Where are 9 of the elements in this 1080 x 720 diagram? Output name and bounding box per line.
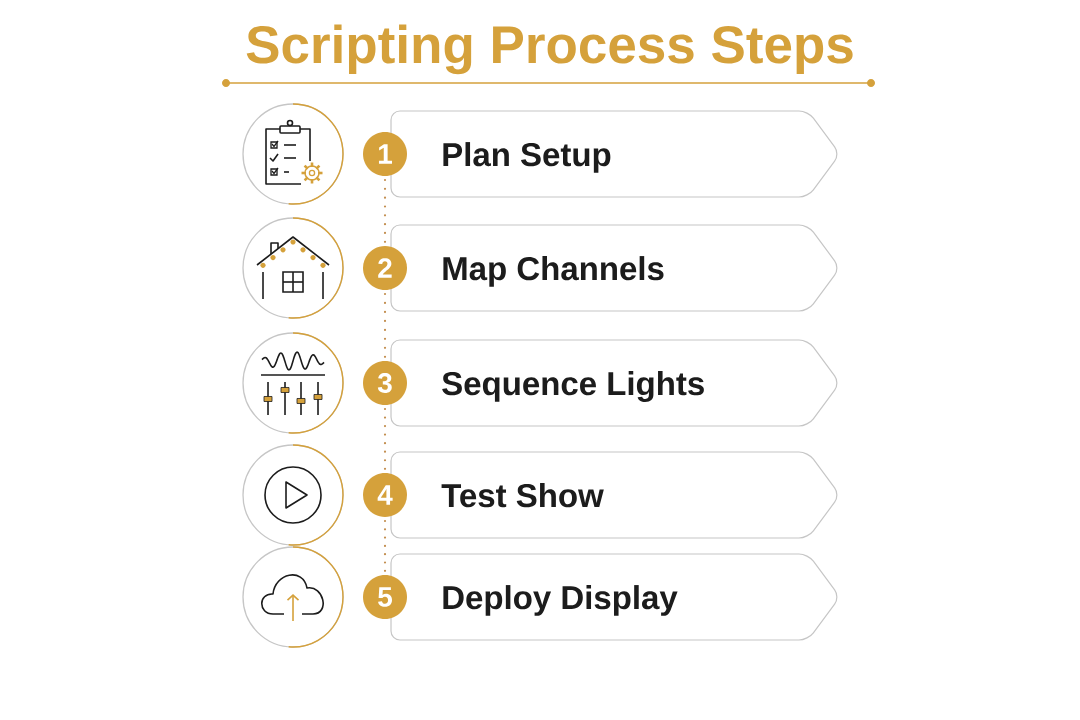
dotted-connector	[383, 178, 387, 244]
number-badge: 3	[363, 361, 407, 405]
dotted-connector	[383, 519, 387, 573]
number-badge: 1	[363, 132, 407, 176]
number-badge: 4	[363, 473, 407, 517]
number-badge: 2	[363, 246, 407, 290]
dotted-connector	[383, 407, 387, 471]
title: Scripting Process Steps	[246, 24, 853, 75]
number-badge: 5	[363, 575, 407, 619]
